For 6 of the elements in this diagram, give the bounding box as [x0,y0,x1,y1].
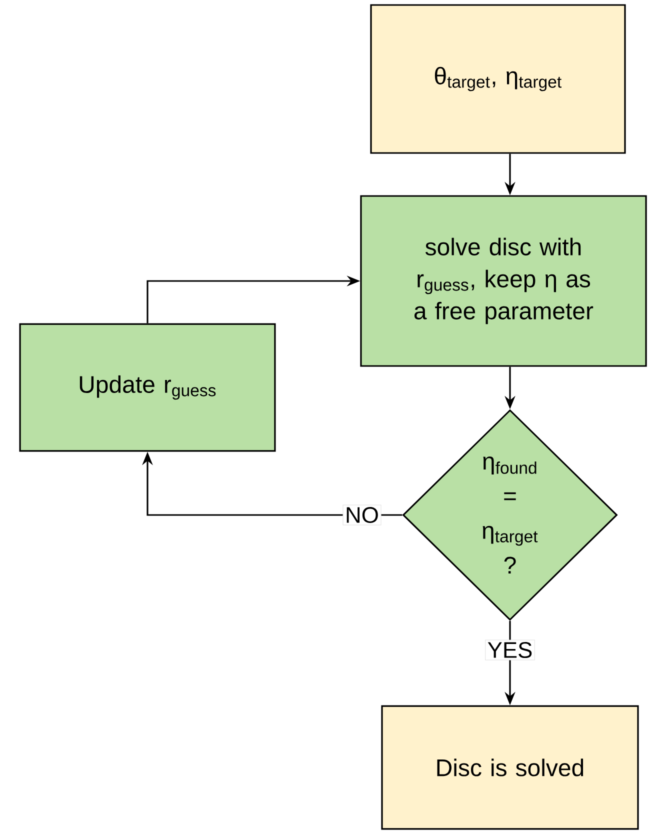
process-box: θ$_{target}$, η$_{target}$ [370,4,626,154]
process-box: solve disc with r$_{guess}$, keep η as a free parameter [360,195,647,367]
process-box: Disc is solved [381,705,639,830]
process-box: Update r$_{guess}$ [19,323,276,452]
edge-label: YES [485,640,535,660]
edge-label: NO [342,504,382,526]
